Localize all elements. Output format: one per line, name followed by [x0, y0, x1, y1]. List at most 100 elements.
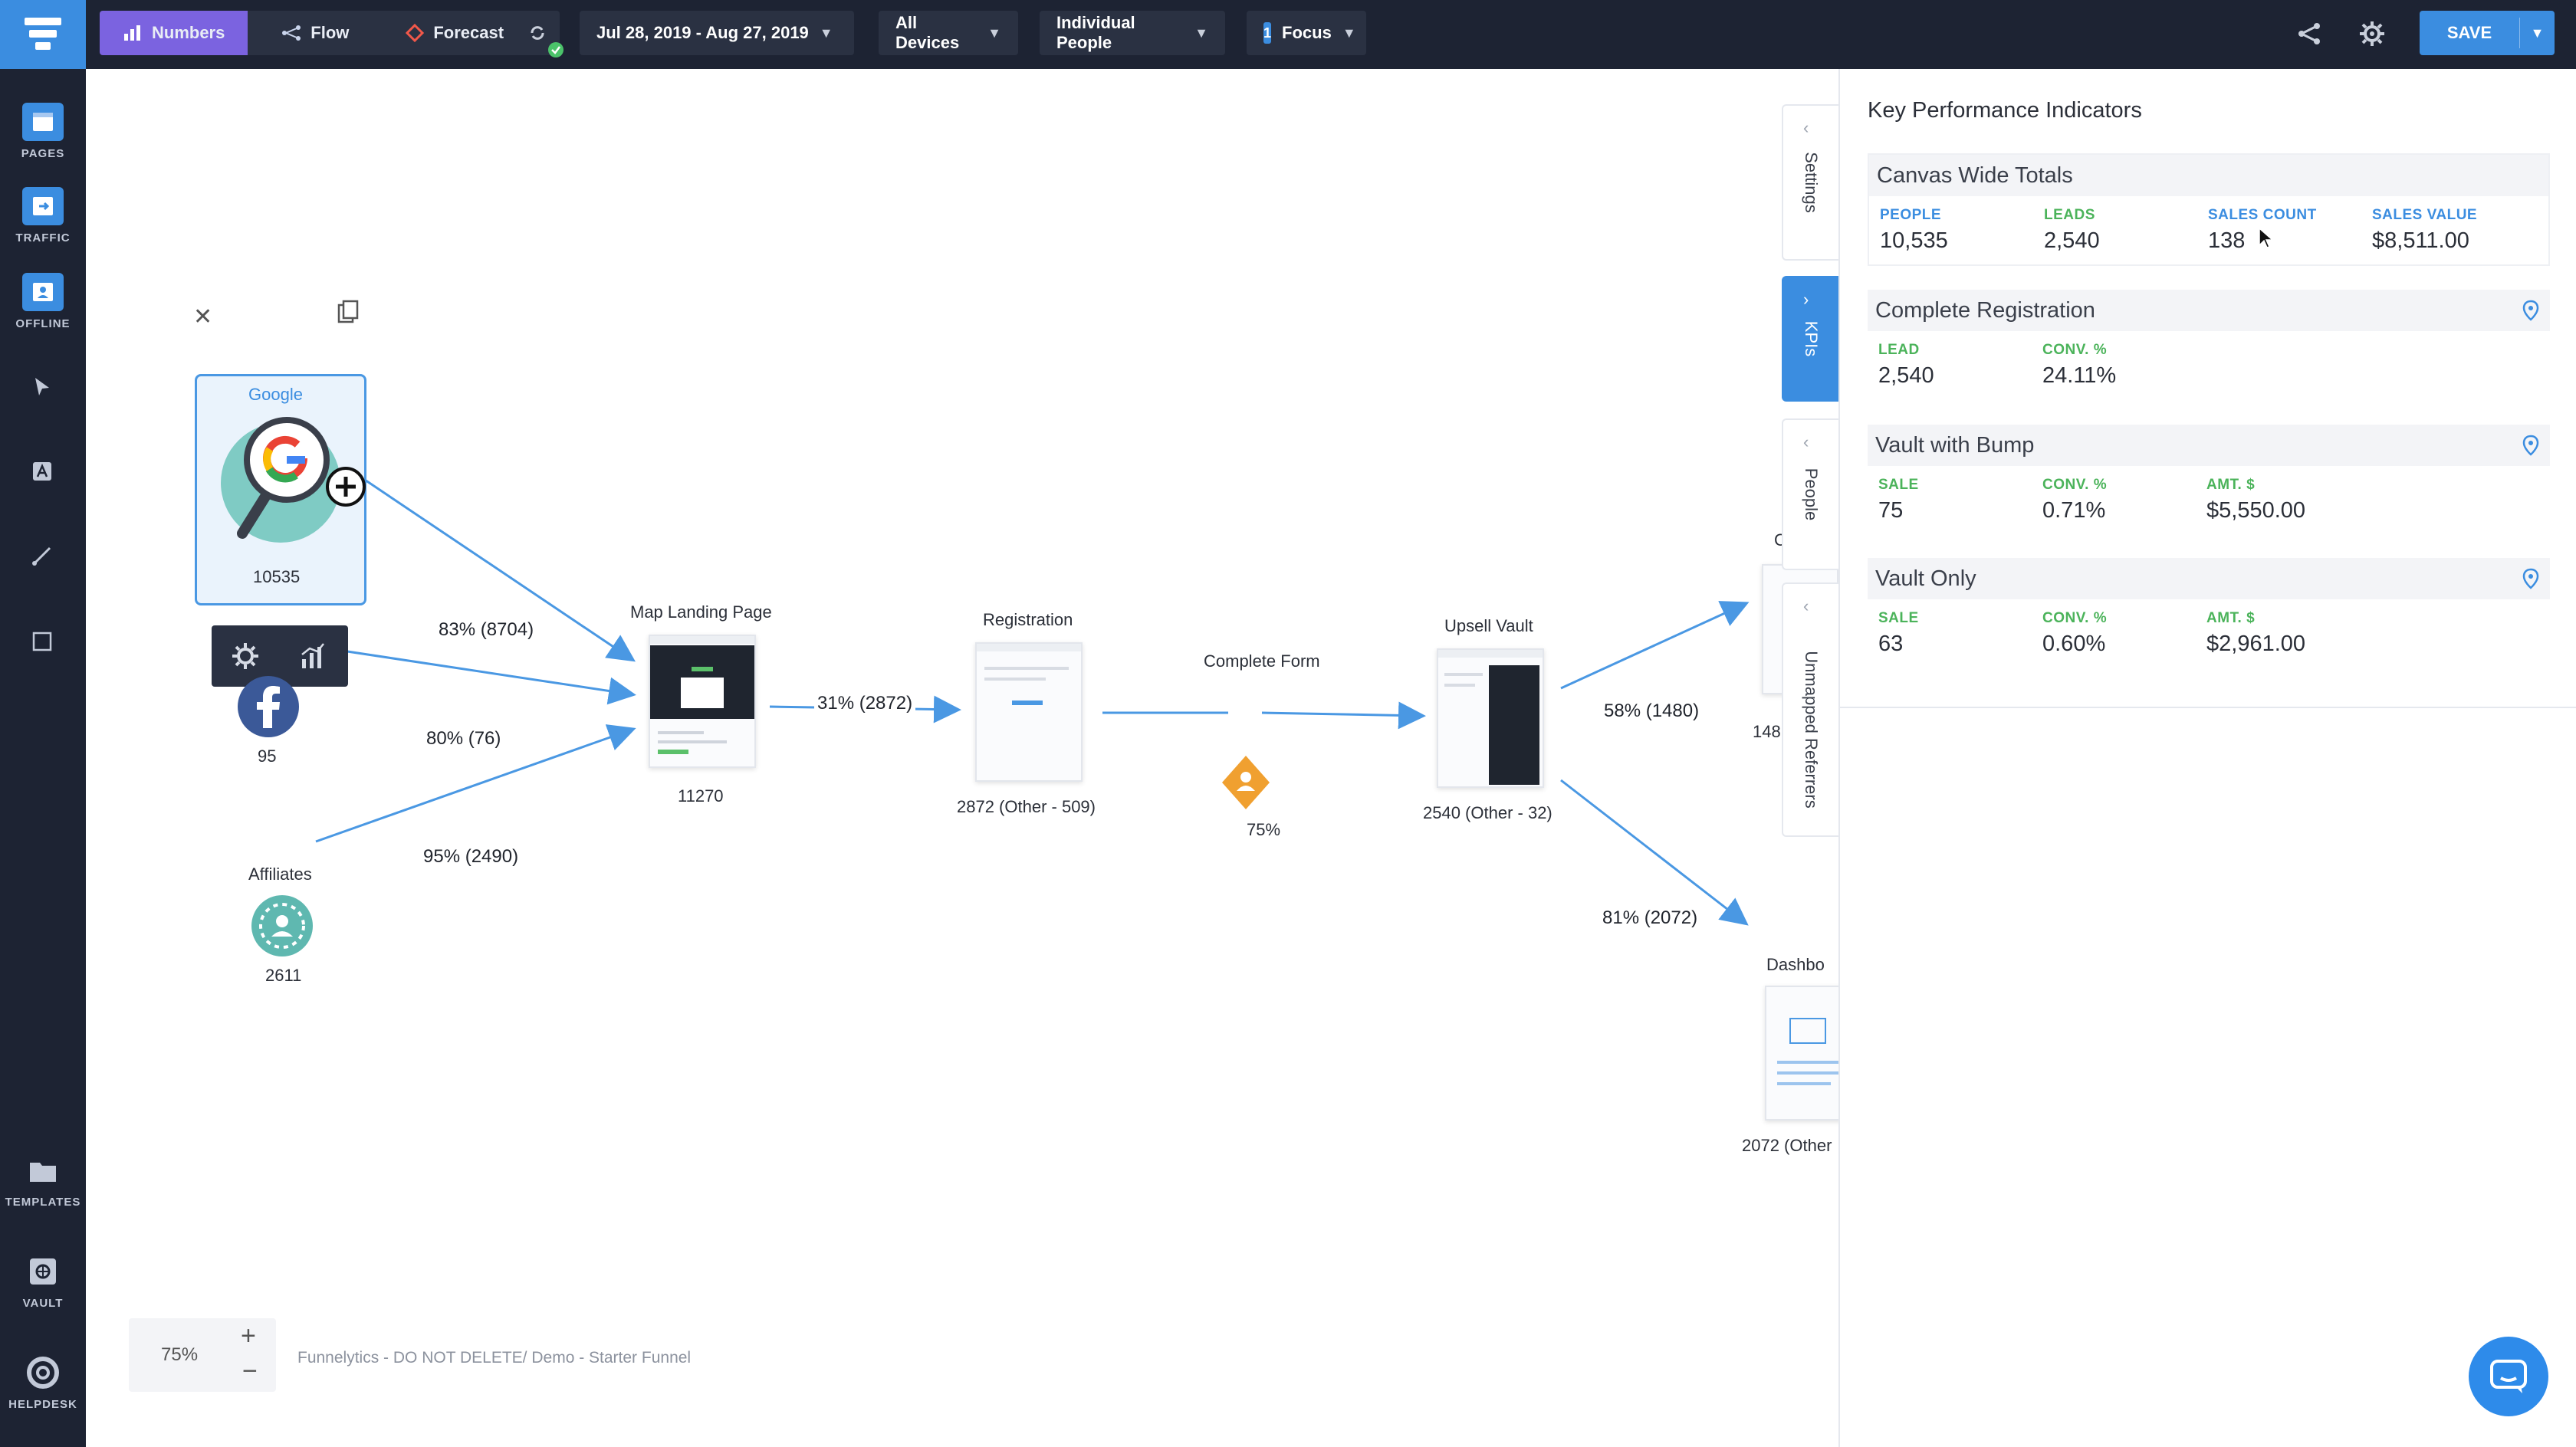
copy-node-icon[interactable] — [336, 299, 360, 325]
chevron-left-icon: ‹ — [1803, 118, 1809, 137]
zoom-out-button[interactable]: − — [242, 1357, 258, 1386]
people-dropdown[interactable]: Individual People ▼ — [1040, 11, 1225, 55]
chat-icon — [2490, 1360, 2527, 1393]
flow-label-google-map[interactable]: 83% (8704) — [435, 619, 537, 641]
focus-dropdown[interactable]: 1 Focus ▼ — [1247, 11, 1366, 55]
chevron-down-icon: ▼ — [1342, 25, 1356, 41]
connector-affiliates-map[interactable] — [315, 724, 636, 843]
gear-icon[interactable] — [230, 641, 261, 671]
date-range-dropdown[interactable]: Jul 28, 2019 - Aug 27, 2019 ▼ — [580, 11, 854, 55]
sidebar-item-helpdesk[interactable]: HELPDESK — [0, 1353, 86, 1411]
map-landing-page-node[interactable] — [649, 635, 756, 768]
sidebar-label-templates: TEMPLATES — [5, 1196, 81, 1209]
registration-label: Registration — [983, 610, 1073, 629]
stats-icon[interactable] — [297, 641, 328, 671]
connector-google-map[interactable] — [346, 466, 636, 662]
text-tool-icon[interactable] — [31, 460, 54, 483]
kpi-card-title: Complete Registration — [1875, 297, 2095, 323]
sidebar-item-templates[interactable]: TEMPLATES — [0, 1151, 86, 1209]
flow-label-facebook-map[interactable]: 80% (76) — [423, 728, 504, 750]
upsell-vault-page-node[interactable] — [1437, 648, 1544, 788]
kpi-metric: SALES VALUE$8,511.00 — [2372, 207, 2536, 254]
forecast-mode-button[interactable]: Forecast — [383, 11, 527, 55]
devices-dropdown[interactable]: All Devices ▼ — [879, 11, 1018, 55]
numbers-mode-label: Numbers — [152, 23, 225, 42]
connector-upsell-upper[interactable] — [1560, 601, 1750, 690]
dashboard-page-node[interactable] — [1765, 986, 1838, 1121]
tab-unmapped-referrers-label: Unmapped Referrers — [1802, 651, 1821, 809]
tab-people[interactable]: ‹ People — [1782, 418, 1838, 570]
cursor-tool-icon[interactable] — [31, 376, 54, 399]
kpi-metric-key: LEAD — [1878, 342, 1920, 358]
chat-launcher-button[interactable] — [2469, 1337, 2548, 1416]
shape-tool-icon[interactable] — [31, 630, 54, 653]
traffic-icon — [22, 187, 64, 225]
save-divider — [2519, 18, 2520, 48]
focus-label: Focus — [1282, 23, 1332, 42]
kpi-panel: Key Performance Indicators Canvas Wide T… — [1838, 69, 2576, 1447]
mouse-cursor-icon — [2259, 227, 2274, 248]
numbers-icon — [124, 25, 140, 41]
save-button[interactable]: SAVE ▼ — [2420, 11, 2555, 55]
google-node-count: 10535 — [253, 567, 301, 586]
lead-event-icon[interactable] — [1221, 754, 1271, 811]
kpi-metric-value: $2,961.00 — [2206, 632, 2306, 656]
gear-icon[interactable] — [2358, 20, 2386, 48]
app-logo[interactable] — [0, 0, 86, 69]
tab-unmapped-referrers[interactable]: ‹ Unmapped Referrers — [1782, 582, 1838, 837]
flow-label-map-registration[interactable]: 31% (2872) — [814, 693, 916, 714]
tab-kpis[interactable]: › KPIs — [1782, 276, 1838, 402]
flow-mode-button[interactable]: Flow — [248, 11, 383, 55]
sidebar-label-traffic: TRAFFIC — [15, 231, 71, 244]
offline-icon — [22, 273, 64, 311]
share-icon[interactable] — [2295, 20, 2323, 48]
chevron-down-icon: ▼ — [819, 25, 833, 41]
kpi-panel-title: Key Performance Indicators — [1868, 98, 2142, 123]
location-pin-icon[interactable] — [2522, 300, 2539, 321]
kpi-metric-value: $8,511.00 — [2372, 228, 2469, 253]
connector-tool-icon[interactable] — [31, 544, 54, 567]
registration-page-node[interactable] — [975, 642, 1083, 782]
tab-kpis-label: KPIs — [1802, 320, 1821, 357]
location-pin-icon[interactable] — [2522, 435, 2539, 456]
kpi-metric: CONV. %0.71% — [2042, 477, 2206, 523]
upper-right-node-count: 148 — [1753, 722, 1781, 741]
affiliates-icon[interactable] — [250, 894, 314, 958]
flow-label-upsell-upper[interactable]: 58% (1480) — [1601, 701, 1703, 722]
connector-upsell-dashboard[interactable] — [1560, 779, 1749, 926]
numbers-mode-button[interactable]: Numbers — [100, 11, 248, 55]
kpi-card-title: Canvas Wide Totals — [1877, 162, 2073, 188]
funnel-logo-icon — [25, 18, 61, 50]
add-node-icon[interactable] — [325, 466, 366, 507]
tab-settings[interactable]: ‹ Settings — [1782, 104, 1838, 261]
kpi-metric-key: AMT. $ — [2206, 477, 2256, 493]
sync-button[interactable] — [515, 11, 564, 57]
complete-form-label: Complete Form — [1204, 651, 1320, 671]
kpi-panel-divider — [1840, 707, 2576, 708]
sidebar-item-vault[interactable]: VAULT — [0, 1252, 86, 1310]
top-toolbar: Numbers Flow Forecast Jul 28, 2019 - Aug… — [0, 0, 2576, 69]
save-label: SAVE — [2446, 23, 2492, 42]
tab-people-label: People — [1802, 468, 1821, 521]
refresh-icon — [531, 26, 544, 40]
forecast-icon — [406, 24, 425, 42]
sidebar-label-vault: VAULT — [22, 1297, 64, 1310]
close-node-icon[interactable]: ✕ — [193, 304, 213, 330]
chevron-down-icon[interactable]: ▼ — [2530, 25, 2545, 41]
connector-facebook-map[interactable] — [306, 644, 636, 705]
helpdesk-icon — [22, 1353, 64, 1392]
flow-label-upsell-dashboard[interactable]: 81% (2072) — [1599, 907, 1701, 929]
zoom-in-button[interactable]: + — [241, 1321, 256, 1350]
location-pin-icon[interactable] — [2522, 568, 2539, 589]
connector-form-upsell[interactable] — [1261, 701, 1426, 730]
sidebar-item-offline[interactable]: OFFLINE — [0, 273, 86, 330]
facebook-icon[interactable] — [236, 674, 301, 739]
funnel-canvas[interactable]: ✕ Google 10535 95 Affiliates 2611 83% (8… — [86, 69, 1838, 1447]
kpi-metric-value: 63 — [1878, 632, 1904, 656]
flow-label-affiliates-map[interactable]: 95% (2490) — [420, 846, 522, 868]
sidebar-item-traffic[interactable]: TRAFFIC — [0, 187, 86, 244]
sidebar-item-pages[interactable]: PAGES — [0, 103, 86, 160]
